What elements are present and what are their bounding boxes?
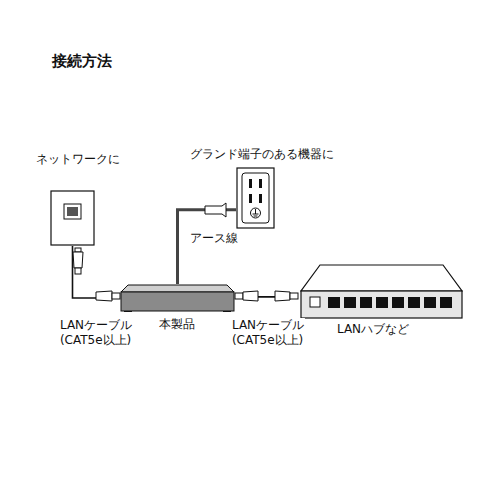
lan-hub-shape — [298, 264, 463, 319]
node-label: ネットワークに — [35, 152, 121, 166]
diagram-title: 接続方法 — [52, 52, 112, 71]
node-label: グランド端子のある機器に — [189, 147, 335, 161]
lan-plug — [235, 291, 298, 301]
product-box: 本製品 — [120, 284, 235, 312]
lan-plug — [96, 291, 120, 301]
earth-lug — [205, 203, 226, 217]
edge-label: LANケーブル (CAT5e以上) — [231, 318, 305, 348]
lan-cable — [73, 246, 121, 298]
wall-jack-shape — [50, 190, 95, 246]
edge-label: アース線 — [189, 231, 239, 246]
lan-plug — [73, 248, 83, 274]
ground-outlet: グランド端子のある機器に — [236, 167, 275, 229]
ground-outlet-shape — [236, 167, 275, 229]
node-label: 本製品 — [158, 317, 196, 331]
edge-label: LANケーブル (CAT5e以上) — [59, 318, 133, 348]
node-label: LANハブなど — [336, 322, 410, 336]
earth-wire — [178, 210, 237, 284]
lan-hub: LANハブなど — [298, 264, 463, 319]
wall-jack: ネットワークに — [50, 190, 95, 246]
product-box-shape — [120, 284, 235, 312]
